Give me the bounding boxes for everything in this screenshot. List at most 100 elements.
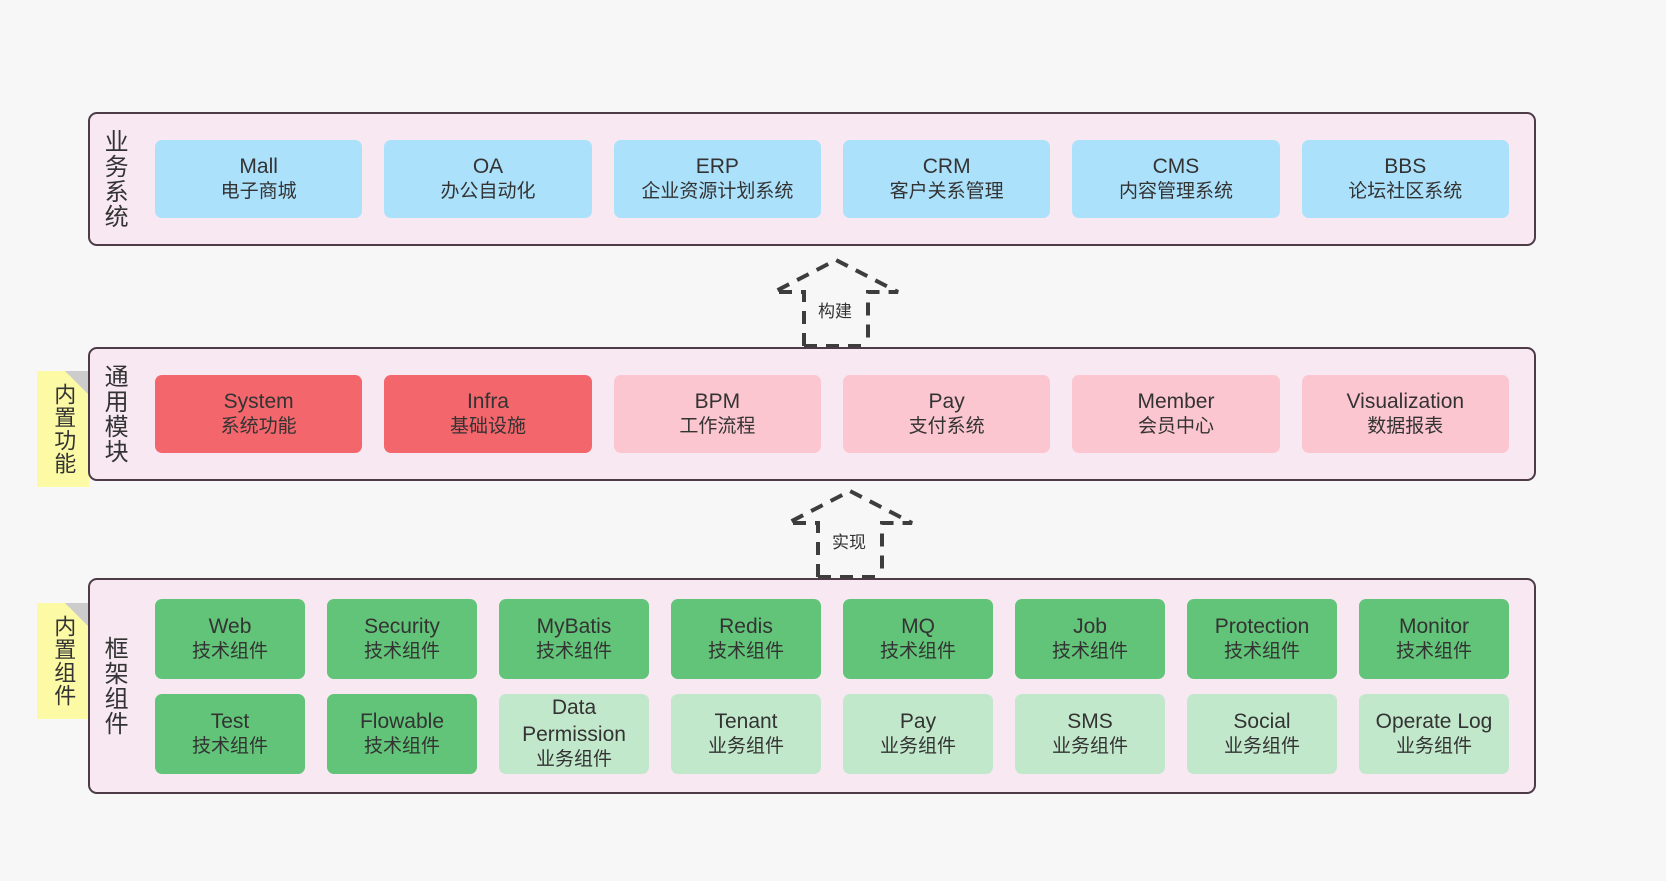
node-subtitle: 技术组件: [191, 735, 268, 757]
node-title: Infra: [466, 390, 509, 413]
node-subtitle: 数据报表: [1367, 416, 1444, 438]
node-title: Redis: [719, 614, 773, 638]
node-subtitle: 企业资源计划系统: [641, 181, 794, 203]
node-subtitle: 技术组件: [363, 735, 440, 757]
node-subtitle: 技术组件: [363, 640, 440, 662]
node-subtitle: 客户关系管理: [889, 181, 1004, 203]
node-title: Web: [208, 614, 252, 638]
node-subtitle: 论坛社区系统: [1348, 181, 1463, 203]
node-title: System: [223, 390, 294, 413]
layer-label-business: 业务系统: [100, 129, 128, 229]
node-box[interactable]: Member 会员中心: [1072, 375, 1280, 453]
node-box[interactable]: CRM 客户关系管理: [842, 140, 1051, 218]
connector-label-implement: 实现: [832, 533, 866, 552]
node-subtitle: 支付系统: [908, 416, 985, 438]
node-box[interactable]: BBS 论坛社区系统: [1301, 140, 1509, 218]
layer-label-framework: 框架组件: [100, 636, 128, 736]
node-subtitle: 办公自动化: [440, 181, 536, 203]
sticky-note-builtin-components: 内置组件: [37, 603, 89, 719]
node-subtitle: 业务组件: [1395, 735, 1472, 757]
node-box[interactable]: OA 办公自动化: [384, 140, 592, 218]
node-title: MQ: [901, 614, 935, 638]
node-subtitle: 工作流程: [679, 416, 756, 438]
node-box[interactable]: BPM 工作流程: [613, 375, 821, 453]
node-title: Operate Log: [1375, 709, 1493, 733]
node-title: MyBatis: [536, 614, 612, 638]
node-subtitle: 基础设施: [449, 416, 526, 438]
connector-build: 构建: [756, 257, 916, 348]
node-subtitle: 业务组件: [879, 735, 956, 757]
node-title: CRM: [922, 155, 971, 178]
node-subtitle: 技术组件: [191, 640, 268, 662]
node-title: Mall: [239, 155, 278, 178]
layer-panel-common: 通用模块 System 系统功能 Infra 基础设施 BPM 工作流程 Pay 支付系统 Me…: [88, 347, 1536, 481]
node-title: Pay: [928, 390, 965, 413]
node-title: Tenant: [714, 709, 778, 733]
node-subtitle: 技术组件: [879, 640, 956, 662]
node-box[interactable]: Visualization 数据报表: [1301, 375, 1509, 453]
node-row: System 系统功能 Infra 基础设施 BPM 工作流程 Pay 支付系统 Member 会…: [144, 375, 1520, 453]
node-title: BBS: [1384, 155, 1427, 178]
sticky-note-label: 内置组件: [51, 615, 77, 707]
node-title: Flowable: [359, 709, 445, 733]
node-title: Pay: [899, 709, 937, 733]
node-title: Test: [210, 709, 250, 733]
node-box[interactable]: System 系统功能: [155, 375, 363, 453]
connector-implement: 实现: [770, 488, 930, 579]
node-subtitle: 技术组件: [707, 640, 784, 662]
node-subtitle: 会员中心: [1137, 416, 1214, 438]
node-title: Data Permission: [522, 695, 626, 747]
node-title: OA: [472, 155, 504, 178]
node-subtitle: 技术组件: [1223, 640, 1300, 662]
connector-label-build: 构建: [818, 302, 852, 321]
layer-label-common: 通用模块: [100, 364, 128, 464]
node-subtitle: 系统功能: [220, 416, 297, 438]
node-title: CMS: [1152, 155, 1200, 178]
node-subtitle: 业务组件: [1051, 735, 1128, 757]
sticky-note-builtin-features: 内置功能: [37, 371, 89, 487]
node-title: Visualization: [1346, 390, 1465, 413]
node-box[interactable]: CMS 内容管理系统: [1072, 140, 1280, 218]
node-title: BPM: [694, 390, 741, 413]
node-subtitle: 电子商城: [220, 181, 297, 203]
node-title: SMS: [1067, 709, 1113, 733]
node-title: Social: [1233, 709, 1291, 733]
node-subtitle: 内容管理系统: [1118, 181, 1233, 203]
node-title: Member: [1137, 390, 1215, 413]
node-subtitle: 业务组件: [1223, 735, 1300, 757]
node-title: Job: [1073, 614, 1107, 638]
node-box[interactable]: Infra 基础设施: [384, 375, 592, 453]
node-title: Protection: [1214, 614, 1310, 638]
node-title: Security: [364, 614, 440, 638]
node-subtitle: 技术组件: [1395, 640, 1472, 662]
layer-body-common: System 系统功能 Infra 基础设施 BPM 工作流程 Pay 支付系统 Member 会…: [136, 349, 1534, 479]
node-subtitle: 技术组件: [535, 640, 612, 662]
node-box[interactable]: Mall 电子商城: [155, 140, 363, 218]
node-box[interactable]: Pay 支付系统: [842, 375, 1051, 453]
sticky-note-label: 内置功能: [51, 383, 77, 475]
